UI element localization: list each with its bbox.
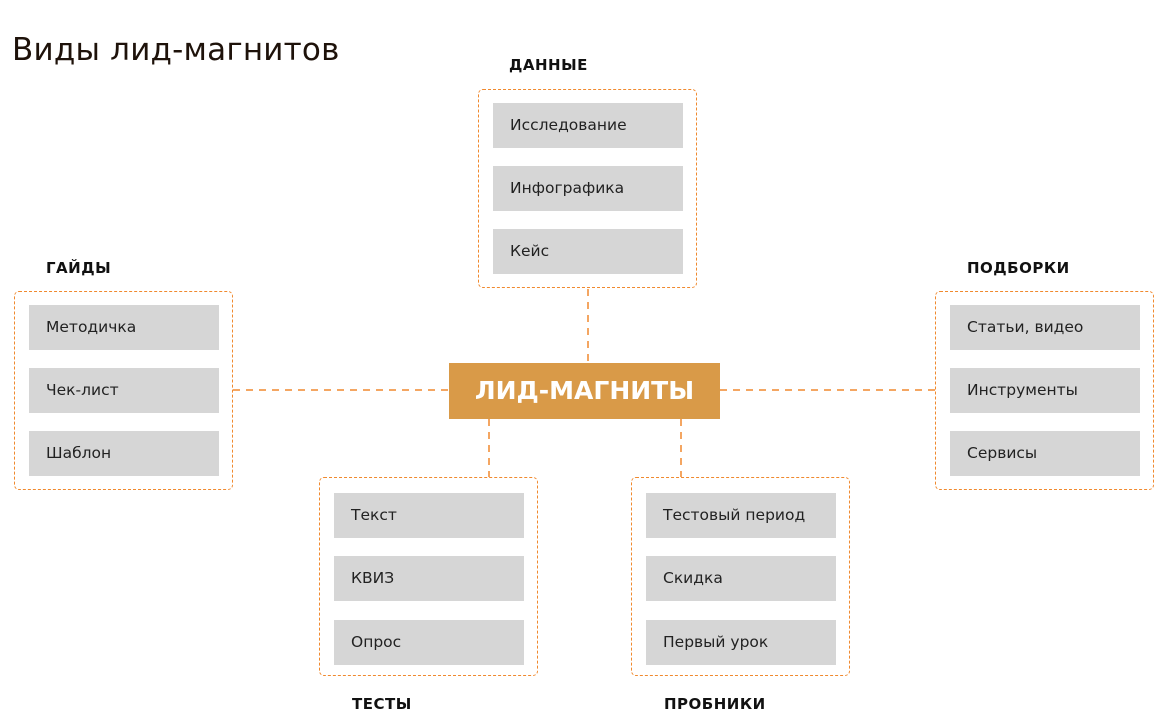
- list-item: Статьи, видео: [950, 305, 1140, 350]
- group-trials: Тестовый период Скидка Первый урок: [631, 477, 850, 676]
- group-tests: Текст КВИЗ Опрос: [319, 477, 538, 676]
- list-item: Опрос: [334, 620, 524, 665]
- list-item: Первый урок: [646, 620, 836, 665]
- group-label-trials: ПРОБНИКИ: [664, 695, 766, 713]
- page-title: Виды лид-магнитов: [12, 32, 340, 68]
- group-label-data: ДАННЫЕ: [509, 56, 588, 74]
- group-label-tests: ТЕСТЫ: [352, 695, 412, 713]
- list-item: Методичка: [29, 305, 219, 350]
- list-item: КВИЗ: [334, 556, 524, 601]
- list-item: Тестовый период: [646, 493, 836, 538]
- group-label-collections: ПОДБОРКИ: [967, 259, 1070, 277]
- group-label-guides: ГАЙДЫ: [46, 259, 112, 277]
- group-data: Исследование Инфографика Кейс: [478, 89, 697, 288]
- list-item: Сервисы: [950, 431, 1140, 476]
- list-item: Чек-лист: [29, 368, 219, 413]
- group-guides: Методичка Чек-лист Шаблон: [14, 291, 233, 490]
- list-item: Инструменты: [950, 368, 1140, 413]
- list-item: Инфографика: [493, 166, 683, 211]
- group-collections: Статьи, видео Инструменты Сервисы: [935, 291, 1154, 490]
- list-item: Скидка: [646, 556, 836, 601]
- list-item: Шаблон: [29, 431, 219, 476]
- center-node: ЛИД-МАГНИТЫ: [449, 363, 720, 419]
- list-item: Текст: [334, 493, 524, 538]
- list-item: Кейс: [493, 229, 683, 274]
- list-item: Исследование: [493, 103, 683, 148]
